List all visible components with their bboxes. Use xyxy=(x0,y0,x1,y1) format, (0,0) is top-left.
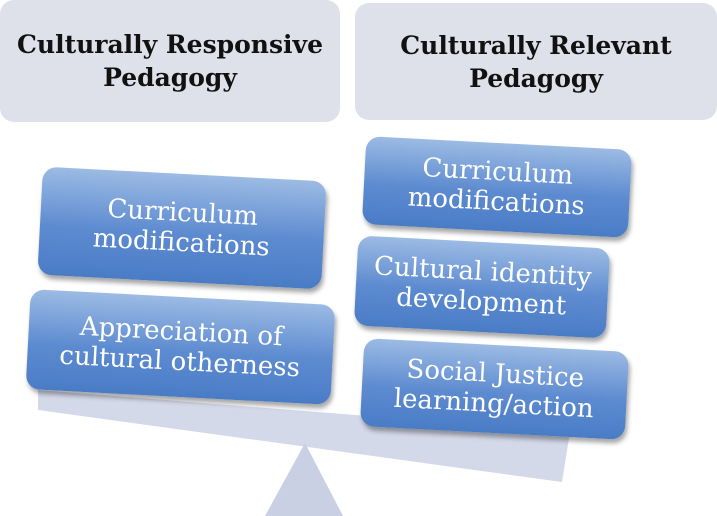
right-item-curriculum: Curriculum modifications xyxy=(361,136,633,238)
left-item-curriculum: Curriculum modifications xyxy=(37,166,327,290)
header-culturally-responsive: Culturally Responsive Pedagogy xyxy=(0,0,340,122)
scale-fulcrum xyxy=(265,443,343,516)
scale-beam xyxy=(38,390,570,482)
header-culturally-relevant: Culturally Relevant Pedagogy xyxy=(355,3,717,120)
right-item-social-justice: Social Justice learning/action xyxy=(359,338,630,440)
right-item-identity: Cultural identity development xyxy=(353,235,611,339)
left-item-appreciation: Appreciation of cultural otherness xyxy=(25,289,336,405)
